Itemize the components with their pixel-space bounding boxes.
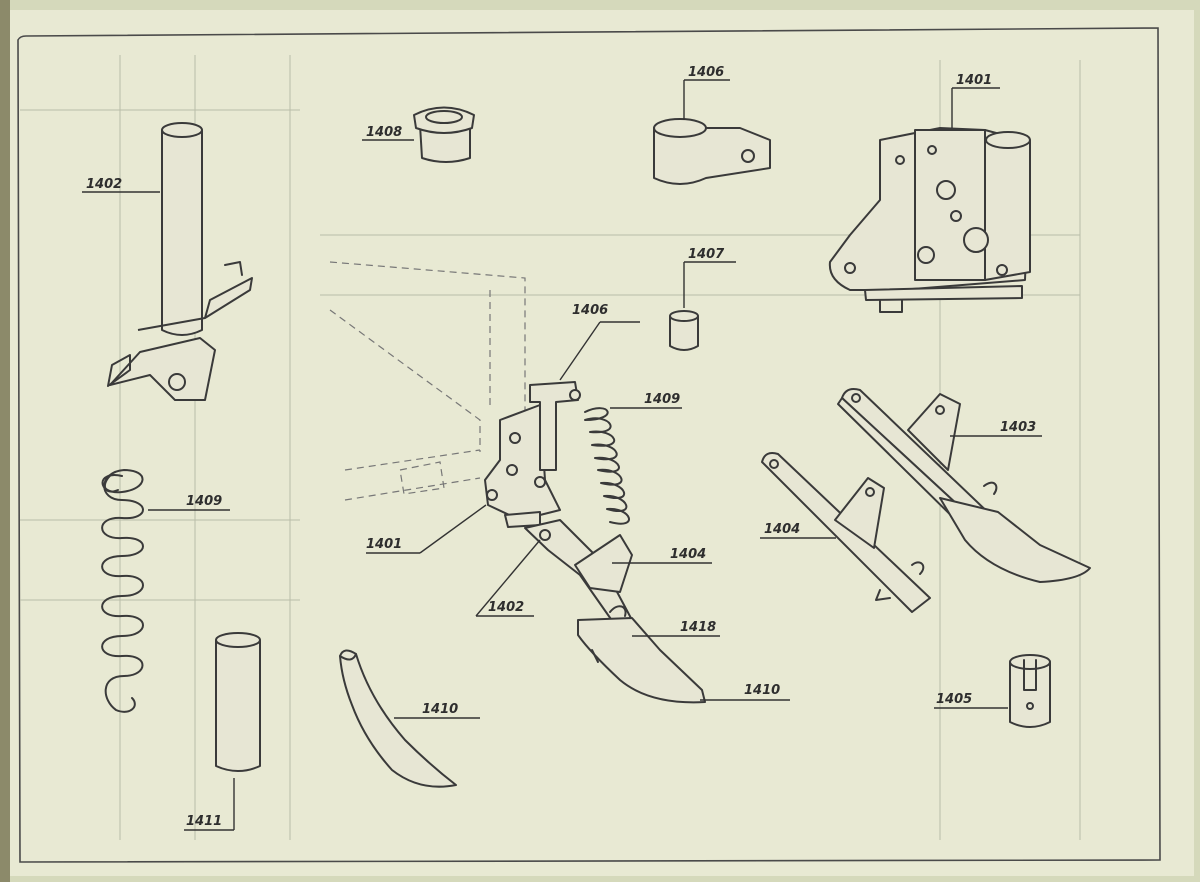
part-1410-blade [339,649,457,788]
label-1406-top: 1406 [688,65,724,80]
label-1411: 1411 [186,814,222,829]
part-1405-pin [1009,654,1051,728]
label-1409-left: 1409 [186,494,222,509]
binding-edge [0,0,10,882]
label-1405: 1405 [936,692,972,707]
leader-1402-mid [475,539,541,617]
leader-1401-mid [419,504,487,554]
label-1402-mid: 1402 [488,600,524,615]
label-1403: 1403 [1000,420,1036,435]
label-1410-right: 1410 [744,683,780,698]
label-1402-top: 1402 [86,177,122,192]
label-1409-mid: 1409 [644,392,680,407]
drawing-border [17,27,1161,863]
part-1408-bushing [413,106,475,163]
part-1406-clamp [653,118,771,185]
label-1407: 1407 [688,247,725,262]
label-1401-top: 1401 [956,73,992,88]
part-1403-arm [837,388,1091,583]
label-1401-mid: 1401 [366,537,402,552]
part-1411-tube [215,632,261,772]
part-1404-arm [761,452,931,613]
part-1409-spring [101,469,144,713]
label-1410-left: 1410 [422,702,458,717]
part-1402-tube-bracket [107,122,253,401]
leader-1406-mid [559,321,601,381]
part-1401-housing [828,127,1031,313]
label-1418: 1418 [680,620,716,635]
label-1406-mid: 1406 [572,303,608,318]
central-assembly [329,261,706,704]
part-1407-cylinder [669,310,699,351]
label-1408: 1408 [366,125,402,140]
label-1404-right: 1404 [764,522,800,537]
label-1404-mid: 1404 [670,547,706,562]
